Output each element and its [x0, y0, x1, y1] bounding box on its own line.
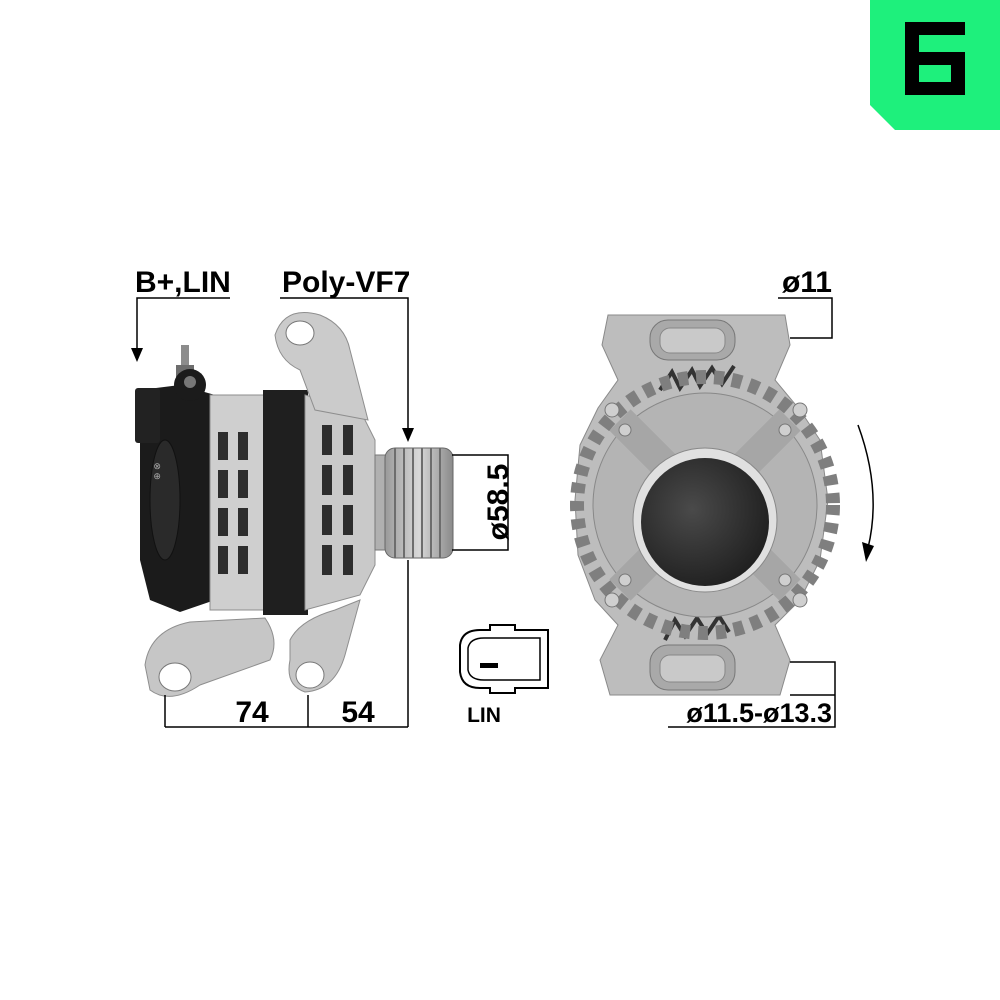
connector-label: LIN	[467, 704, 501, 727]
mount-hole-1	[158, 662, 192, 692]
alternator-side-view: ⊕ ⊗	[135, 312, 454, 697]
stator	[263, 390, 308, 615]
brand-logo	[870, 0, 1000, 130]
rear-fins	[218, 432, 248, 574]
pulley-type-label: Poly-VF7	[282, 266, 410, 299]
svg-text:⊕ ⊗: ⊕ ⊗	[152, 462, 162, 480]
front-fins	[322, 425, 353, 575]
fan-ring	[570, 370, 840, 640]
rear-housing	[209, 394, 266, 611]
mount-distance-1-label: 74	[235, 696, 269, 729]
brand-logo-icon	[905, 22, 965, 95]
front-housing	[304, 394, 376, 611]
mount-distance-2-label: 54	[341, 696, 375, 729]
b-plus-terminal	[174, 345, 206, 401]
dimension-lines-left	[136, 297, 509, 728]
rotation-arrow-icon	[857, 424, 874, 562]
alternator-front-view	[570, 314, 840, 696]
top-hole-label: ø11	[782, 266, 832, 299]
hub-cap	[641, 458, 769, 586]
bottom-hole-label: ø11.5-ø13.3	[686, 698, 832, 728]
pulley	[374, 447, 454, 559]
lin-connector	[459, 624, 549, 694]
arrow-head-pulley	[402, 428, 414, 442]
mount-hole-2	[295, 661, 325, 689]
terminal-label: B+,LIN	[135, 266, 231, 299]
upper-mount-hole	[285, 320, 315, 346]
dimension-lines-right	[668, 297, 836, 728]
connector-pin	[480, 663, 498, 668]
pulley-diameter-label: ø58.5	[482, 464, 515, 541]
arrow-head-terminal	[131, 348, 143, 362]
